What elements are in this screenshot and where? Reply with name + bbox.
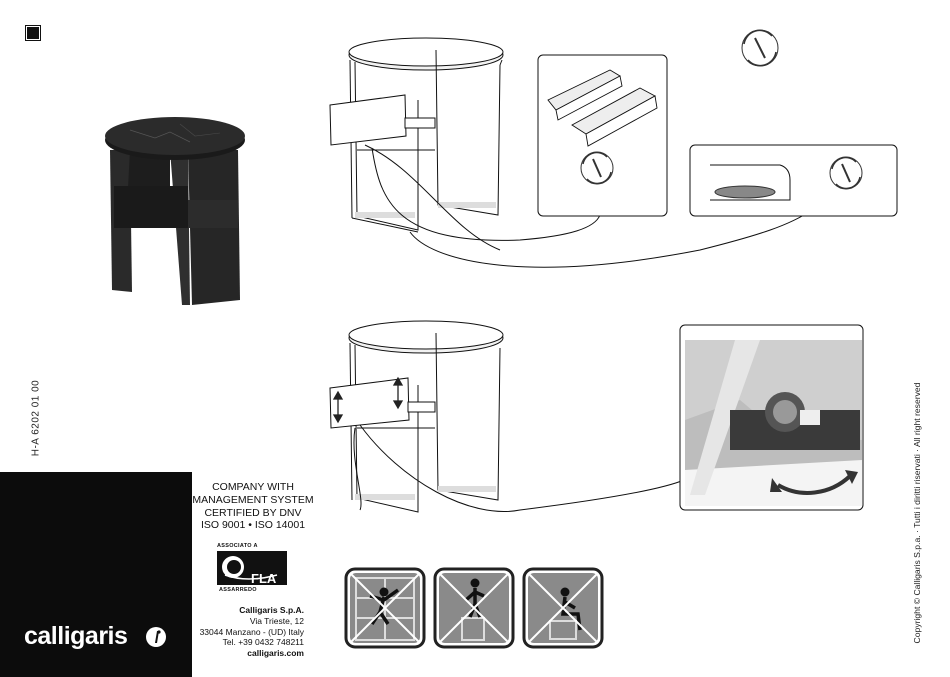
company-address: Calligaris S.p.A. Via Trieste, 12 33044 … (190, 605, 304, 659)
cert-line-2: MANAGEMENT SYSTEM (192, 494, 314, 507)
no-sitting-icon (524, 569, 602, 647)
brand-logo: calligaris (24, 622, 127, 651)
side-table-image (105, 117, 245, 305)
hinge-photo (685, 340, 862, 506)
rotate-screwdriver-icon-2 (581, 152, 613, 184)
cert-line-1: COMPANY WITH (192, 481, 314, 494)
phone: Tel. +39 0432 748211 (190, 637, 304, 648)
no-standing-icon (435, 569, 513, 647)
company-name: Calligaris S.p.A. (190, 605, 304, 616)
cert-line-3: CERTIFIED BY DNV (192, 507, 314, 520)
document-code: H-A 6202 01 00 (31, 380, 42, 457)
assoc-bottom-label: ASSARREDO (219, 587, 257, 593)
address-line-1: Via Trieste, 12 (190, 616, 304, 627)
address-line-2: 33044 Manzano - (UD) Italy (190, 627, 304, 638)
website-link[interactable]: calligaris.com (190, 648, 304, 659)
cert-line-4: ISO 9001 • ISO 14001 (192, 519, 314, 532)
rotate-screwdriver-icon-3 (830, 157, 862, 189)
fla-association-logo: ASSOCIATO A FLA ASSARREDO (217, 543, 289, 591)
calligaris-mark-icon (146, 627, 166, 647)
fla-text: FLA (251, 571, 276, 586)
copyright-notice: Copyright © Calligaris S.p.a. · Tutti i … (912, 383, 922, 644)
certification-block: COMPANY WITH MANAGEMENT SYSTEM CERTIFIED… (192, 481, 314, 532)
assembly-diagram-top (330, 38, 897, 267)
rotate-screwdriver-icon (742, 30, 778, 66)
no-climbing-icon (346, 569, 424, 647)
